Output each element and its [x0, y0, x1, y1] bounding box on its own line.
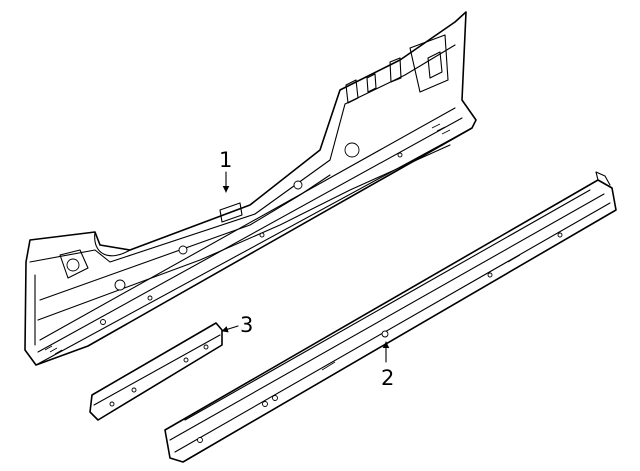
part-1-rocker-panel — [24, 11, 477, 366]
callout-3-leader — [221, 325, 239, 333]
part-3-bracket — [89, 322, 223, 421]
callout-3-number: 3 — [240, 313, 253, 337]
callout-1-number: 1 — [219, 148, 232, 172]
part-2-sill-reinforcement — [164, 171, 617, 463]
callout-2-number: 2 — [381, 366, 394, 390]
